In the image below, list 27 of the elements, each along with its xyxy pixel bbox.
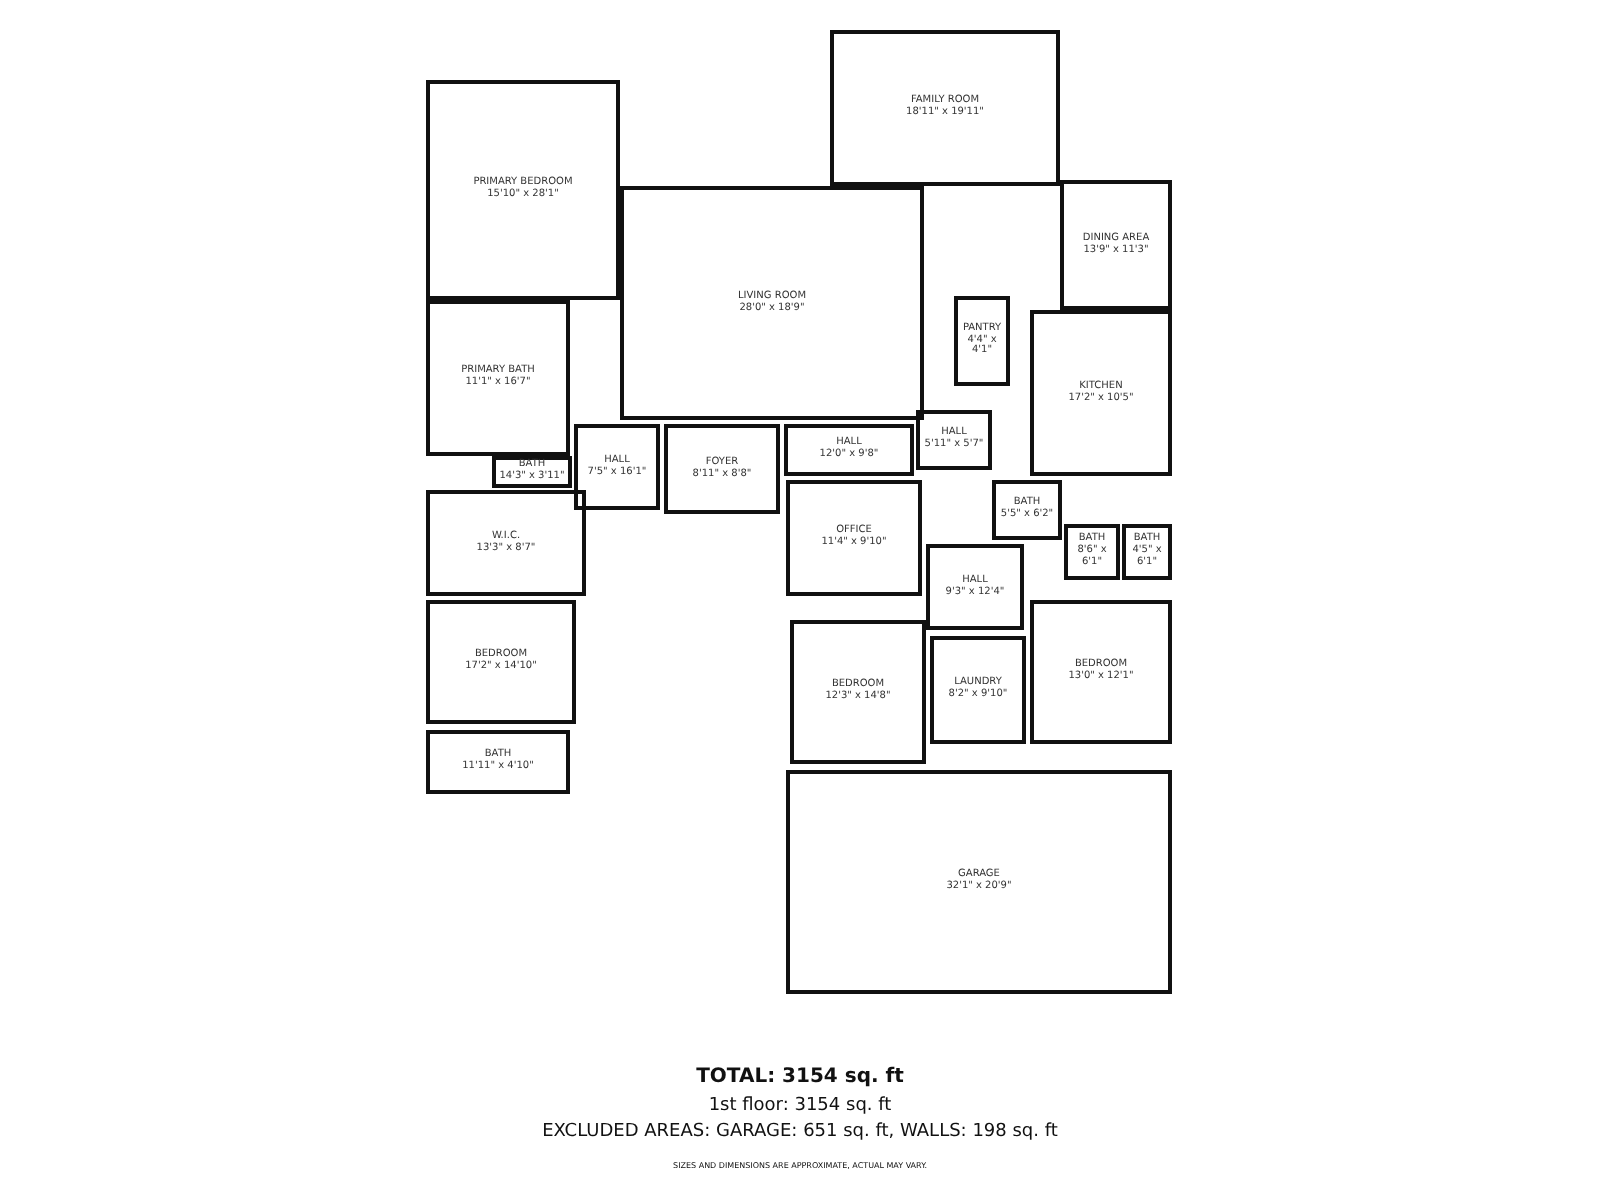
room-area bbox=[916, 410, 992, 470]
area-summary: EXCLUDED AREAS: GARAGE: 651 sq. ft, WALLS: 198 sq. ft bbox=[542, 1122, 1058, 1142]
room-area bbox=[426, 80, 620, 300]
room-area bbox=[620, 186, 924, 420]
room-area bbox=[426, 300, 570, 456]
room-area bbox=[790, 620, 926, 764]
room-area bbox=[926, 544, 1024, 630]
room-area bbox=[930, 636, 1026, 744]
room-area bbox=[664, 424, 780, 514]
room-area bbox=[492, 456, 572, 488]
room-area bbox=[1060, 180, 1172, 310]
room-area bbox=[426, 600, 576, 724]
area-total: TOTAL: 3154 sq. ft bbox=[696, 1066, 904, 1088]
room-area bbox=[1030, 600, 1172, 744]
room-area bbox=[954, 296, 1010, 386]
room-area bbox=[786, 480, 922, 596]
room-area bbox=[786, 770, 1172, 994]
room-area bbox=[574, 424, 660, 510]
room-area bbox=[1030, 310, 1172, 476]
room-area bbox=[426, 730, 570, 794]
room-area bbox=[830, 30, 1060, 186]
room-area bbox=[1064, 524, 1120, 580]
room-area bbox=[426, 490, 586, 596]
room-area bbox=[1122, 524, 1172, 580]
room-area bbox=[784, 424, 914, 476]
area-summary: 1st floor: 3154 sq. ft bbox=[708, 1096, 892, 1116]
room-area bbox=[992, 480, 1062, 540]
